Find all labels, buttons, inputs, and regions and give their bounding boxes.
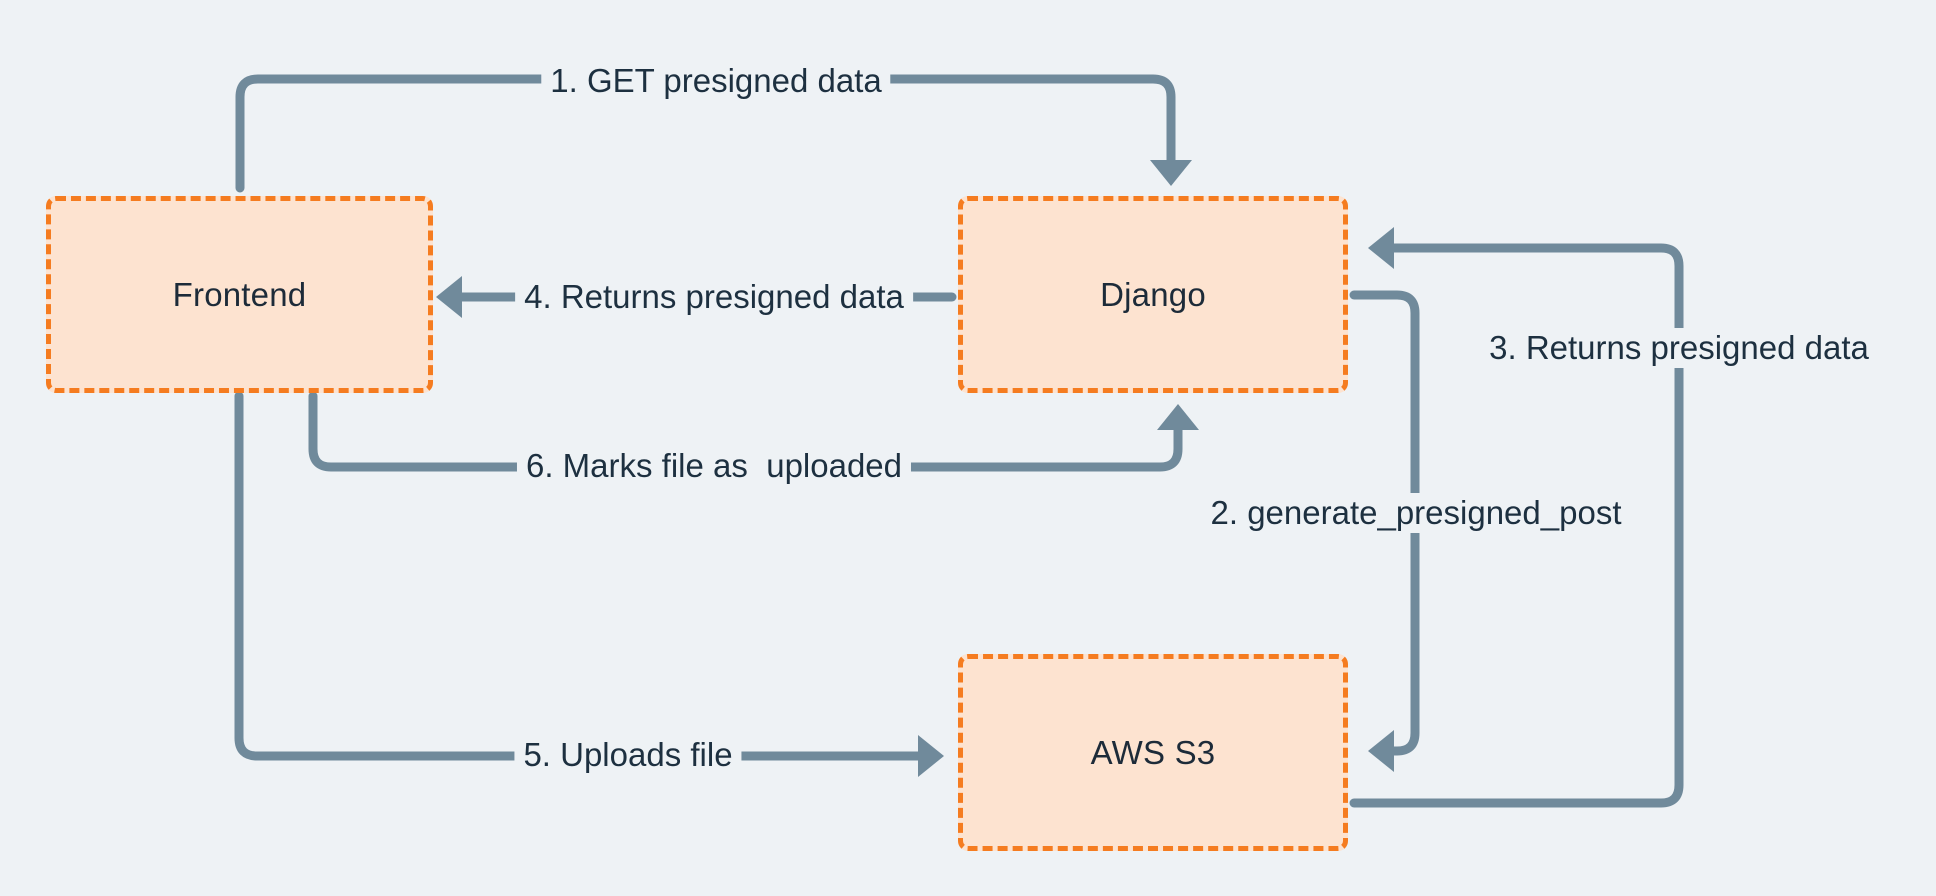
node-aws-s3-label: AWS S3: [1090, 733, 1216, 771]
node-django-label: Django: [1100, 275, 1206, 313]
edge-5-arrowhead: [918, 735, 944, 777]
edge-4-arrowhead: [436, 276, 462, 318]
edge-label-1: 1. GET presigned data: [541, 61, 891, 101]
edge-label-4: 4. Returns presigned data: [515, 277, 913, 317]
edge-6-arrowhead: [1157, 404, 1199, 430]
edge-label-2: 2. generate_presigned_post: [1201, 493, 1631, 533]
edge-label-5: 5. Uploads file: [514, 735, 742, 775]
edge-1-arrowhead: [1150, 160, 1192, 186]
node-aws-s3[interactable]: AWS S3: [958, 654, 1348, 851]
node-frontend[interactable]: Frontend: [46, 196, 433, 393]
edge-label-6: 6. Marks file as uploaded: [516, 446, 912, 486]
edge-2-arrowhead: [1368, 730, 1394, 772]
node-django[interactable]: Django: [958, 196, 1348, 393]
edge-3-path: [1349, 243, 1684, 808]
edge-3-arrowhead: [1368, 227, 1394, 269]
edge-label-3: 3. Returns presigned data: [1480, 328, 1878, 368]
node-frontend-label: Frontend: [172, 275, 307, 313]
edge-5-path: [234, 391, 927, 761]
